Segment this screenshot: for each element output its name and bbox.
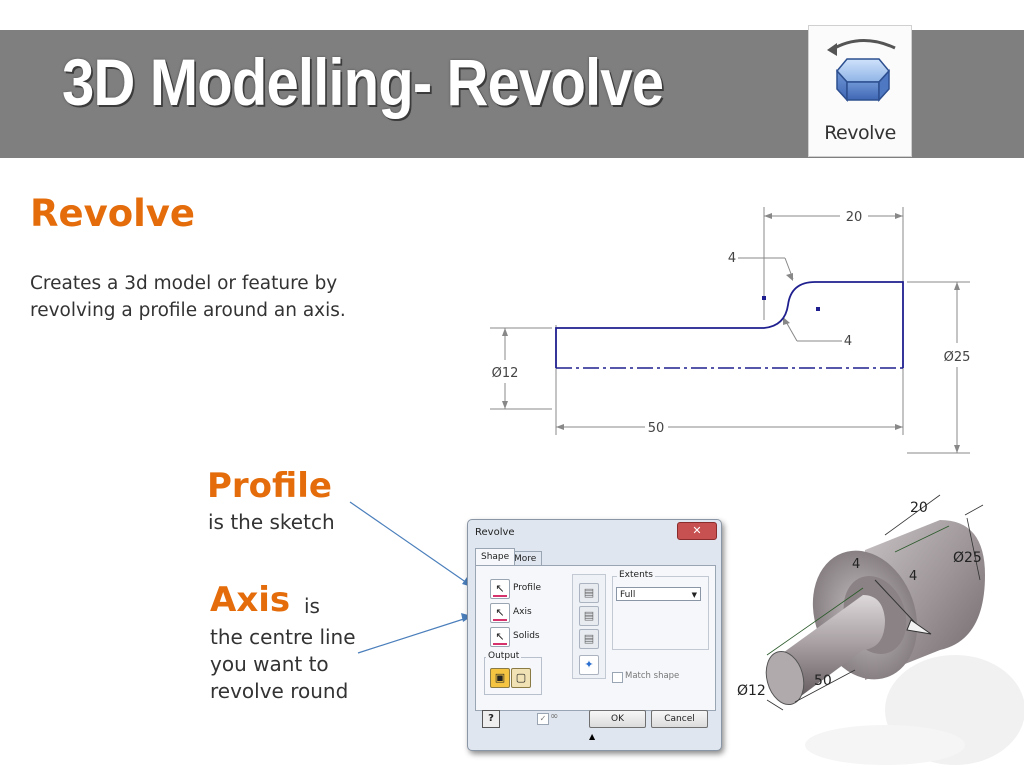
dialog-close-button[interactable]: ✕ <box>677 522 717 540</box>
match-shape-checkbox[interactable] <box>612 672 623 683</box>
solids-select-button[interactable]: ↖ <box>490 627 510 647</box>
extents-select[interactable]: Full ▼ <box>616 587 701 601</box>
surface-icon: ▢ <box>515 671 527 684</box>
solids-select-label: Solids <box>513 631 540 641</box>
dim-length-label: 50 <box>648 421 665 436</box>
preview-checkbox[interactable]: ✓ <box>537 713 549 725</box>
preview-glasses-icon: ∞ <box>550 711 559 722</box>
output-label: Output <box>486 651 522 661</box>
profile-sketch-drawing: 20 4 4 Ø12 Ø25 50 <box>490 207 971 454</box>
revolve-dialog: Revolve ✕ More Shape ↖ Profile ↖ Axis ↖ … <box>467 519 722 751</box>
model-dim-4a: 4 <box>852 557 860 572</box>
new-solid-icon: ✦ <box>584 658 594 671</box>
new-solid-button[interactable]: ✦ <box>579 655 599 675</box>
page-title: 3D Modelling- Revolve <box>62 45 664 119</box>
help-label: ? <box>488 713 494 724</box>
extents-group <box>612 576 709 650</box>
chevron-down-icon: ▼ <box>691 591 697 599</box>
callout-arrows <box>349 501 472 654</box>
cursor-icon: ↖ <box>495 582 505 595</box>
extents-value: Full <box>620 590 636 600</box>
intersect-button[interactable]: ▤ <box>579 629 599 649</box>
tab-shape[interactable]: Shape <box>475 548 516 566</box>
dialog-title: Revolve <box>475 527 515 538</box>
operation-buttons: ▤ ▤ ▤ ✦ <box>572 574 606 679</box>
axis-heading: Axis <box>210 580 291 620</box>
profile-select-label: Profile <box>513 583 541 593</box>
model-dim-4b: 4 <box>909 569 917 584</box>
output-surface-button[interactable]: ▢ <box>511 668 531 688</box>
help-button[interactable]: ? <box>482 710 500 728</box>
axis-select-button[interactable]: ↖ <box>490 603 510 623</box>
revolve-tool-button[interactable]: Revolve <box>808 25 912 157</box>
solid-icon: ▣ <box>494 671 506 684</box>
cut-button[interactable]: ▤ <box>579 606 599 626</box>
extents-label: Extents <box>617 570 656 580</box>
revolve-tool-label: Revolve <box>824 122 896 144</box>
shape-panel: ↖ Profile ↖ Axis ↖ Solids Output ▣ ▢ ▤ ▤… <box>475 565 716 711</box>
axis-text: the centre line you want to revolve roun… <box>210 625 356 703</box>
join-button[interactable]: ▤ <box>579 583 599 603</box>
model-dim-50: 50 <box>814 673 832 689</box>
expand-arrow-icon[interactable]: ▲ <box>589 732 596 741</box>
revolve-description: Creates a 3d model or feature by revolvi… <box>30 273 346 321</box>
revolve-icon <box>827 38 896 102</box>
revolved-3d-model: 20 Ø25 4 4 Ø12 50 <box>737 494 1024 765</box>
intersect-icon: ▤ <box>583 632 595 645</box>
profile-text: is the sketch <box>208 510 335 534</box>
join-icon: ▤ <box>583 586 595 599</box>
dim-large-dia-label: Ø25 <box>944 350 971 365</box>
model-dim-25: Ø25 <box>953 550 982 566</box>
model-dim-12: Ø12 <box>737 683 766 699</box>
cursor-icon: ↖ <box>495 630 505 643</box>
output-solid-button[interactable]: ▣ <box>490 668 510 688</box>
dim-fillet-bottom-label: 4 <box>844 334 852 349</box>
match-shape-label: Match shape <box>625 671 680 681</box>
profile-heading: Profile <box>207 466 332 506</box>
profile-select-button[interactable]: ↖ <box>490 579 510 599</box>
revolve-heading: Revolve <box>30 192 196 235</box>
model-dim-20: 20 <box>910 500 928 516</box>
cut-icon: ▤ <box>583 609 595 622</box>
axis-is-text: is <box>304 594 320 618</box>
cursor-icon: ↖ <box>495 606 505 619</box>
dim-fillet-top-label: 4 <box>728 251 736 266</box>
ok-button[interactable]: OK <box>589 710 646 728</box>
axis-select-label: Axis <box>513 607 532 617</box>
cancel-button[interactable]: Cancel <box>651 710 708 728</box>
dim-small-dia-label: Ø12 <box>492 366 519 381</box>
dim-top-label: 20 <box>846 210 863 225</box>
